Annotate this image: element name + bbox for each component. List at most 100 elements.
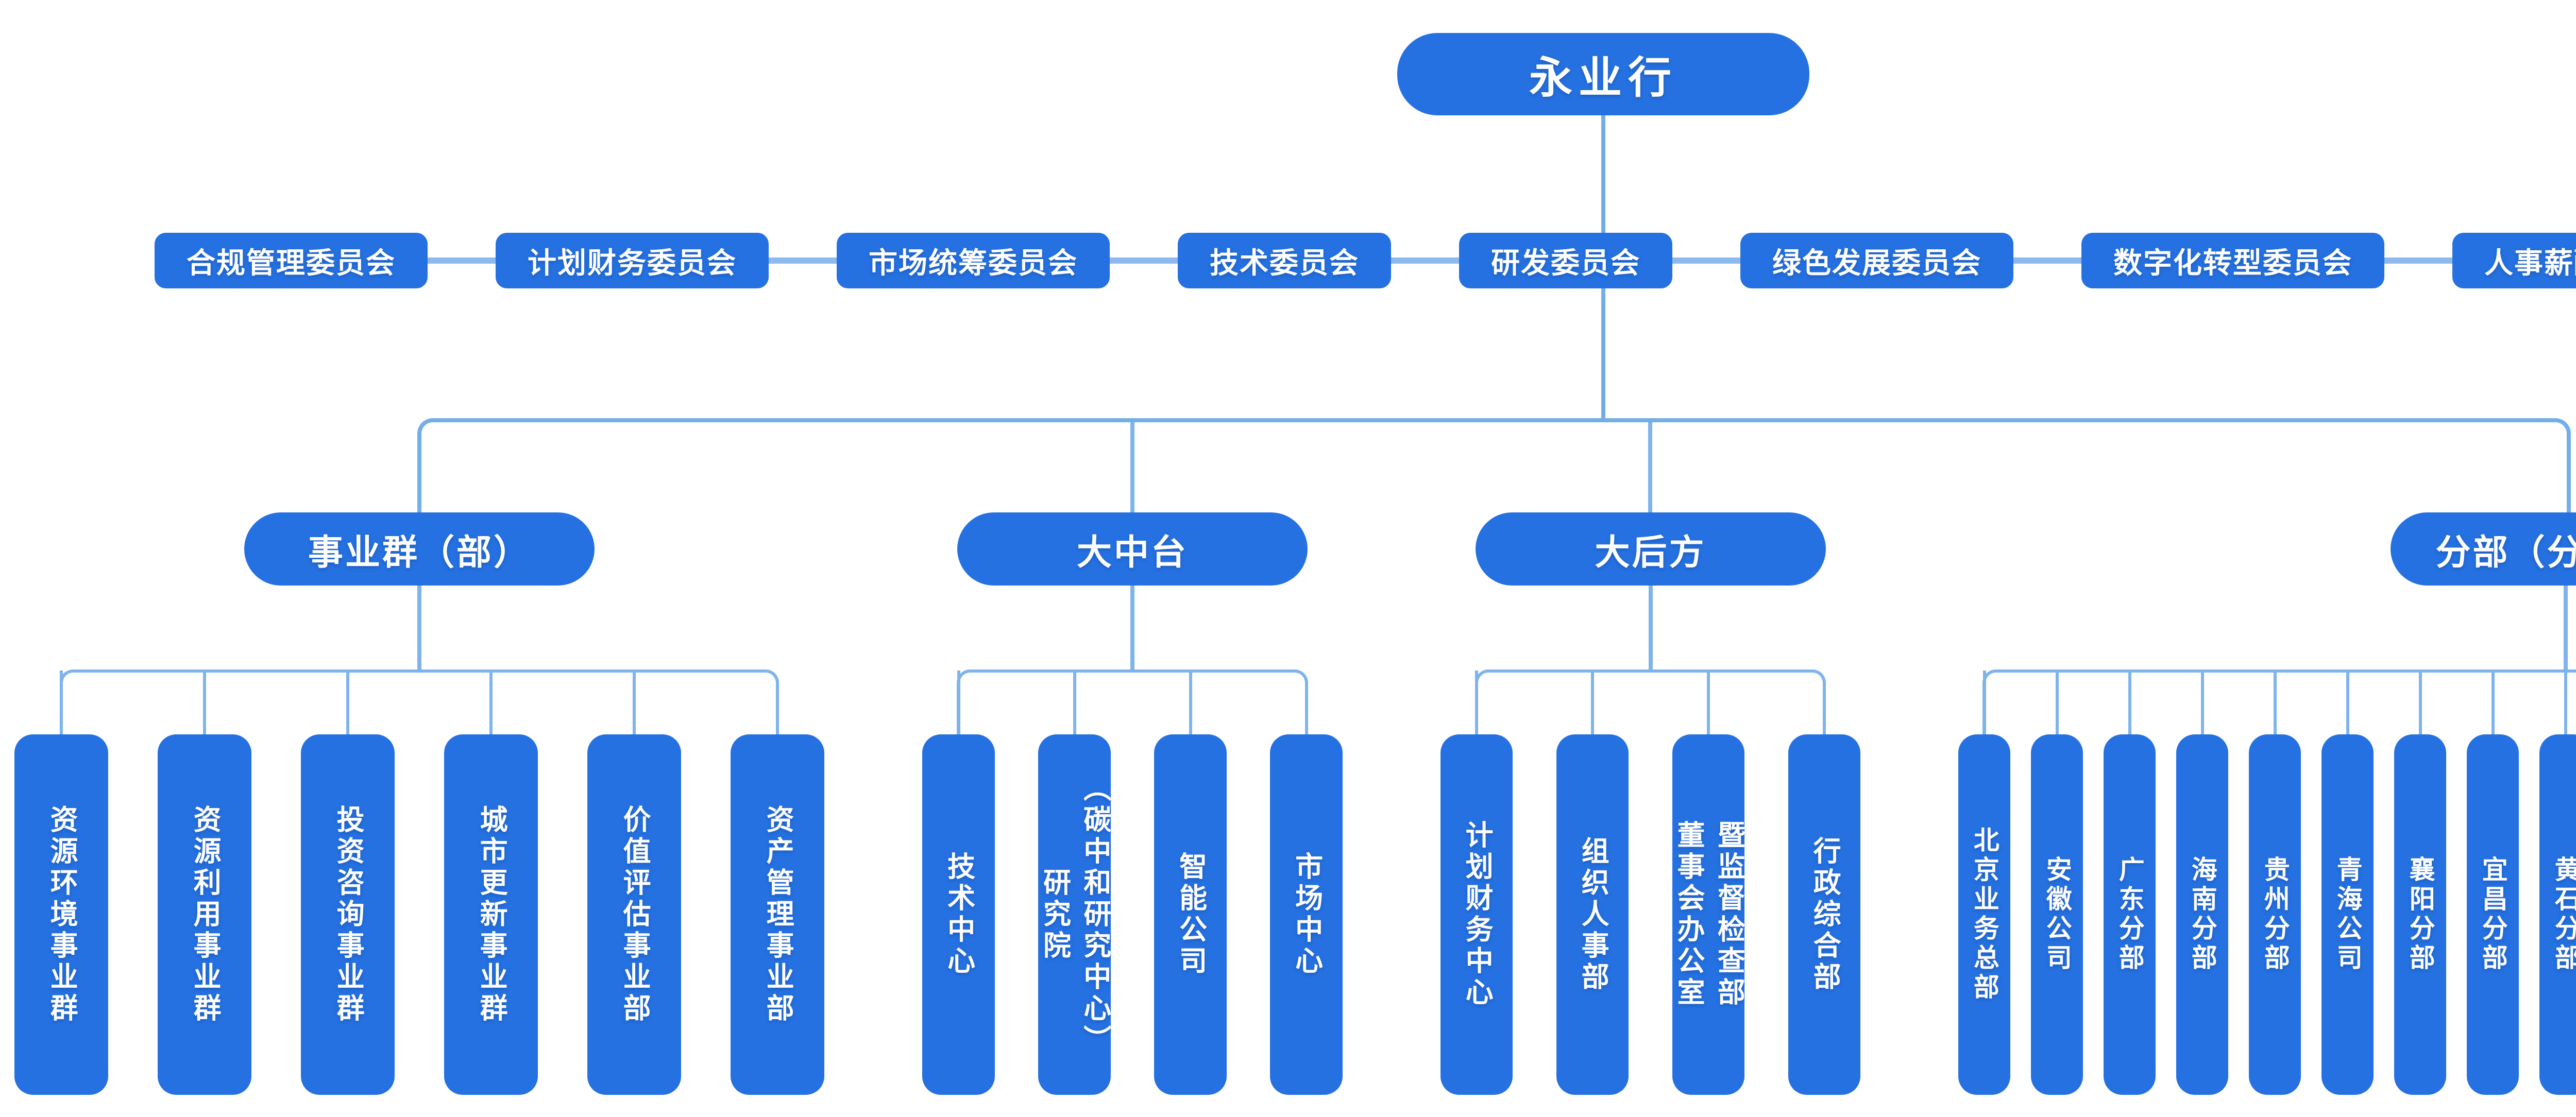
department-node-label: 组织人事部 [1577, 836, 1608, 993]
division-node[interactable]: 事业群（部） [244, 512, 595, 586]
leaf-drop-line [2055, 671, 2059, 734]
committee-node[interactable]: 数字化转型委员会 [2081, 233, 2384, 288]
leaf-drop-line [489, 671, 493, 734]
committee-row: 合规管理委员会 计划财务委员会 市场统筹委员会 技术委员会 研发委员会 绿色发展… [155, 233, 2576, 288]
division-node-label: 大中台 [1076, 532, 1188, 572]
division-group: 大后方 计划财务中心 组织人事部 董事会办公室 暨监督检查部 [1440, 512, 1860, 1095]
leaf-drop-line [60, 671, 63, 734]
department-node[interactable]: 智能公司 [1154, 671, 1227, 1095]
division-node-label: 事业群（部） [308, 532, 531, 572]
department-node[interactable]: 董事会办公室 暨监督检查部 [1672, 671, 1744, 1095]
department-node[interactable]: 研究院 （碳中和研究中心） [1038, 671, 1111, 1095]
committee-node-label: 技术委员会 [1210, 246, 1359, 279]
department-node[interactable]: 技术中心 [922, 671, 995, 1095]
department-node-label: 宜昌分部 [2478, 856, 2507, 973]
leaf-row: 北京业务总部 安徽公司 广东分部 海南分部 贵州分部 [1958, 671, 2576, 1095]
committee-node[interactable]: 市场统筹委员会 [837, 233, 1110, 288]
leaf-drop-line [203, 671, 206, 734]
leaf-drop-line [2200, 671, 2204, 734]
leaf-drop-line [1073, 671, 1076, 734]
division-node[interactable]: 大后方 [1475, 512, 1826, 586]
committee-node-label: 研发委员会 [1491, 246, 1640, 279]
leaf-drop-line [1475, 671, 1478, 734]
leaf-connector-bar [1982, 669, 2576, 734]
department-node[interactable]: 价值评估事业部 [587, 671, 681, 1095]
department-node-label: 投资咨询事业群 [332, 804, 364, 1025]
root-node[interactable]: 永业行 [1397, 33, 1809, 115]
department-node-label: 襄阳分部 [2405, 856, 2435, 973]
department-node-label: 智能公司 [1175, 852, 1206, 977]
group-stub-line [2563, 586, 2568, 673]
department-node-label: 安徽公司 [2042, 856, 2072, 973]
department-node-label: 资源环境事业群 [46, 804, 77, 1025]
divisions-row: 事业群（部） 资源环境事业群 资源利用事业群 投资咨询事业群 [14, 512, 2576, 1095]
division-node[interactable]: 大中台 [957, 512, 1308, 586]
department-node[interactable]: 北京业务总部 [1958, 671, 2010, 1095]
division-node-label: 分部（分公司） [2435, 532, 2576, 572]
group-drop-line [1130, 422, 1134, 512]
department-node[interactable]: 组织人事部 [1556, 671, 1629, 1095]
department-node-label: 计划财务中心 [1461, 820, 1493, 1009]
root-node-label: 永业行 [1529, 53, 1677, 102]
leaf-drop-line [1982, 671, 1986, 734]
group-stub-line [417, 586, 421, 673]
department-node[interactable]: 资源环境事业群 [14, 671, 108, 1095]
leaf-row: 计划财务中心 组织人事部 董事会办公室 暨监督检查部 行政综合部 [1440, 671, 1860, 1095]
department-node[interactable]: 青海公司 [2321, 671, 2374, 1095]
group-drop-line [1648, 422, 1652, 512]
department-node-label: 技术中心 [943, 852, 974, 977]
department-node-label: 资源利用事业群 [189, 804, 221, 1025]
division-node[interactable]: 分部（分公司） [2390, 512, 2576, 586]
department-node[interactable]: 城市更新事业群 [444, 671, 538, 1095]
committee-node-label: 数字化转型委员会 [2113, 246, 2352, 279]
committee-node[interactable]: 研发委员会 [1459, 233, 1672, 288]
department-node[interactable]: 行政综合部 [1788, 734, 1860, 1095]
leaf-drop-line [1707, 671, 1710, 734]
leaf-connector-bar [60, 669, 779, 734]
department-node-label: 行政综合部 [1809, 836, 1840, 993]
leaf-drop-line [1189, 671, 1192, 734]
leaf-drop-line [2491, 671, 2495, 734]
committee-node-label: 计划财务委员会 [528, 246, 737, 279]
committee-node[interactable]: 人事薪酬委员会 [2452, 233, 2576, 288]
leaf-drop-line [2128, 671, 2131, 734]
department-node-label: 青海公司 [2333, 856, 2362, 973]
department-node-label: 海南分部 [2188, 856, 2217, 973]
committee-node-label: 合规管理委员会 [187, 246, 396, 279]
department-node[interactable]: 贵州分部 [2249, 671, 2301, 1095]
division-node-label: 大后方 [1595, 532, 1706, 572]
department-node[interactable]: 安徽公司 [2031, 671, 2083, 1095]
department-node[interactable]: 襄阳分部 [2394, 671, 2446, 1095]
leaf-drop-line [1591, 671, 1594, 734]
leaf-drop-line [2564, 671, 2567, 734]
department-node[interactable]: 计划财务中心 [1440, 671, 1513, 1095]
department-node[interactable]: 宜昌分部 [2467, 671, 2519, 1095]
department-node-label: 市场中心 [1291, 852, 1322, 977]
department-node[interactable]: 市场中心 [1270, 734, 1343, 1095]
department-node[interactable]: 投资咨询事业群 [301, 671, 395, 1095]
department-node[interactable]: 资源利用事业群 [158, 671, 251, 1095]
leaf-drop-line [2346, 671, 2349, 734]
committee-node-label: 绿色发展委员会 [1772, 246, 1981, 279]
committee-node[interactable]: 技术委员会 [1178, 233, 1391, 288]
leaf-connector-bar [957, 669, 1308, 734]
leaf-drop-line [2418, 671, 2422, 734]
leaf-connector-bar [1475, 669, 1826, 734]
department-node-label: 北京业务总部 [1970, 827, 1999, 1003]
department-node-label: 城市更新事业群 [476, 804, 507, 1025]
committee-node[interactable]: 绿色发展委员会 [1740, 233, 2013, 288]
department-node-label: 资产管理事业部 [762, 804, 793, 1025]
department-node-label: 研究院 （碳中和研究中心） [1039, 773, 1110, 1056]
committee-node[interactable]: 合规管理委员会 [155, 233, 428, 288]
department-node[interactable]: 资产管理事业部 [731, 734, 824, 1095]
leaf-drop-line [957, 671, 960, 734]
department-node-label: 价值评估事业部 [619, 804, 650, 1025]
committee-node[interactable]: 计划财务委员会 [496, 233, 769, 288]
department-node[interactable]: 海南分部 [2176, 671, 2228, 1095]
division-group: 分部（分公司） 北京业务总部 安徽公司 广东分部 [1958, 512, 2576, 1095]
department-node-label: 广东分部 [2115, 856, 2144, 973]
department-node[interactable]: 黄石分部 [2539, 671, 2576, 1095]
department-node[interactable]: 广东分部 [2104, 671, 2156, 1095]
leaf-drop-line [346, 671, 349, 734]
